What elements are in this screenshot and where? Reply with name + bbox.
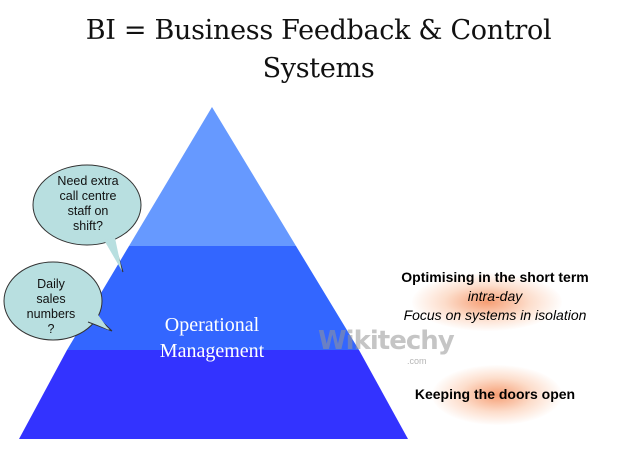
speech-bubble-daily-sales: [3, 261, 113, 341]
watermark-logo: Wikitechy: [318, 326, 455, 356]
bubble-line: numbers: [26, 307, 76, 321]
bubble-line: ?: [47, 322, 55, 336]
annotation-keeping-doors-open: Keeping the doors open: [414, 386, 576, 402]
annotation-optimising: Optimising in the short term intra-day F…: [375, 268, 615, 325]
watermark-suffix: .com: [407, 356, 427, 366]
bubble-line: shift?: [73, 219, 103, 233]
bubble-line: Need extra: [57, 174, 119, 188]
operational-management-label: Operational Management: [142, 312, 282, 364]
title-line-2: Systems: [262, 53, 375, 84]
optimising-focus: Focus on systems in isolation: [403, 307, 587, 323]
slide-title: BI = Business Feedback & Control Systems: [0, 12, 637, 88]
pyramid-layer-middle: [67, 246, 359, 350]
speech-bubble-call-centre: [32, 164, 142, 273]
glow-optimising: [412, 273, 562, 331]
label-line-1: Operational: [164, 314, 260, 336]
title-line-1: BI = Business Feedback & Control: [85, 15, 552, 46]
glow-keeping: [432, 365, 562, 425]
bubble-line: staff on: [67, 204, 109, 218]
optimising-intra-day: intra-day: [467, 288, 523, 304]
bubble-line: sales: [36, 292, 66, 306]
bubble-text-daily-sales: Daily sales numbers ?: [5, 277, 97, 339]
bubble-line: call centre: [59, 189, 117, 203]
bubble-line: Daily: [37, 277, 65, 291]
bubble-text-call-centre: Need extra call centre staff on shift?: [45, 174, 131, 234]
label-line-2: Management: [159, 340, 265, 362]
optimising-heading: Optimising in the short term: [401, 269, 589, 285]
pyramid-layer-bottom: [19, 350, 408, 439]
pyramid-layer-top: [129, 107, 296, 246]
